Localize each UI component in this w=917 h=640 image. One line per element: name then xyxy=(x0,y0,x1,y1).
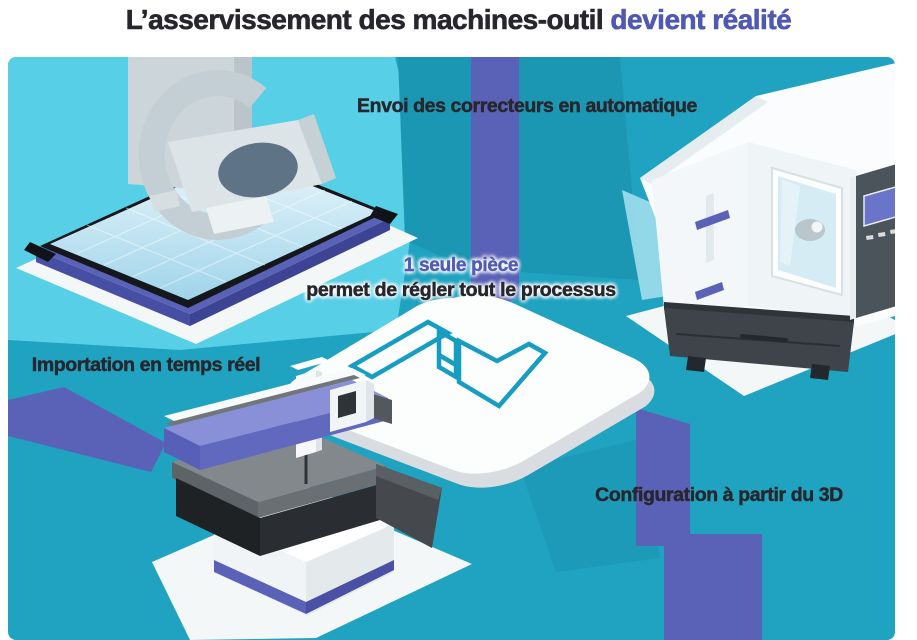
cmm-machine-illustration xyxy=(152,357,472,640)
connection-ribbons xyxy=(8,57,762,640)
center-caption: 1 seule pièce permet de régler tout le p… xyxy=(306,255,616,302)
page-title: L’asservissement des machines-outil devi… xyxy=(0,4,917,36)
page-title-accent: devient réalité xyxy=(610,4,792,36)
scanner-lens xyxy=(218,142,298,198)
ribbon-left xyxy=(8,387,166,472)
optical-scanner-illustration xyxy=(16,57,418,344)
ribbon-bottom-right xyxy=(636,408,762,640)
brand-logo-icon xyxy=(347,319,549,409)
cnc-handle xyxy=(695,210,730,230)
center-caption-text: permet de régler tout le processus xyxy=(306,279,616,302)
label-auto-correctors: Envoi des correcteurs en automatique xyxy=(357,95,698,117)
master-part-platform xyxy=(286,295,655,488)
cnc-machine-illustration xyxy=(626,58,895,396)
label-3d-configuration: Configuration à partir du 3D xyxy=(595,484,844,506)
console-screen xyxy=(863,183,895,227)
cnc-handle xyxy=(695,282,724,300)
cmm-granite-table xyxy=(172,428,386,502)
label-realtime-import: Importation en temps réel xyxy=(31,354,261,376)
cnc-control-console xyxy=(856,158,895,318)
ribbon-top xyxy=(471,57,519,310)
center-caption-accent: 1 seule pièce xyxy=(403,255,519,276)
page-title-main: L’asservissement des machines-outil xyxy=(125,4,611,36)
console-keys xyxy=(866,229,895,240)
